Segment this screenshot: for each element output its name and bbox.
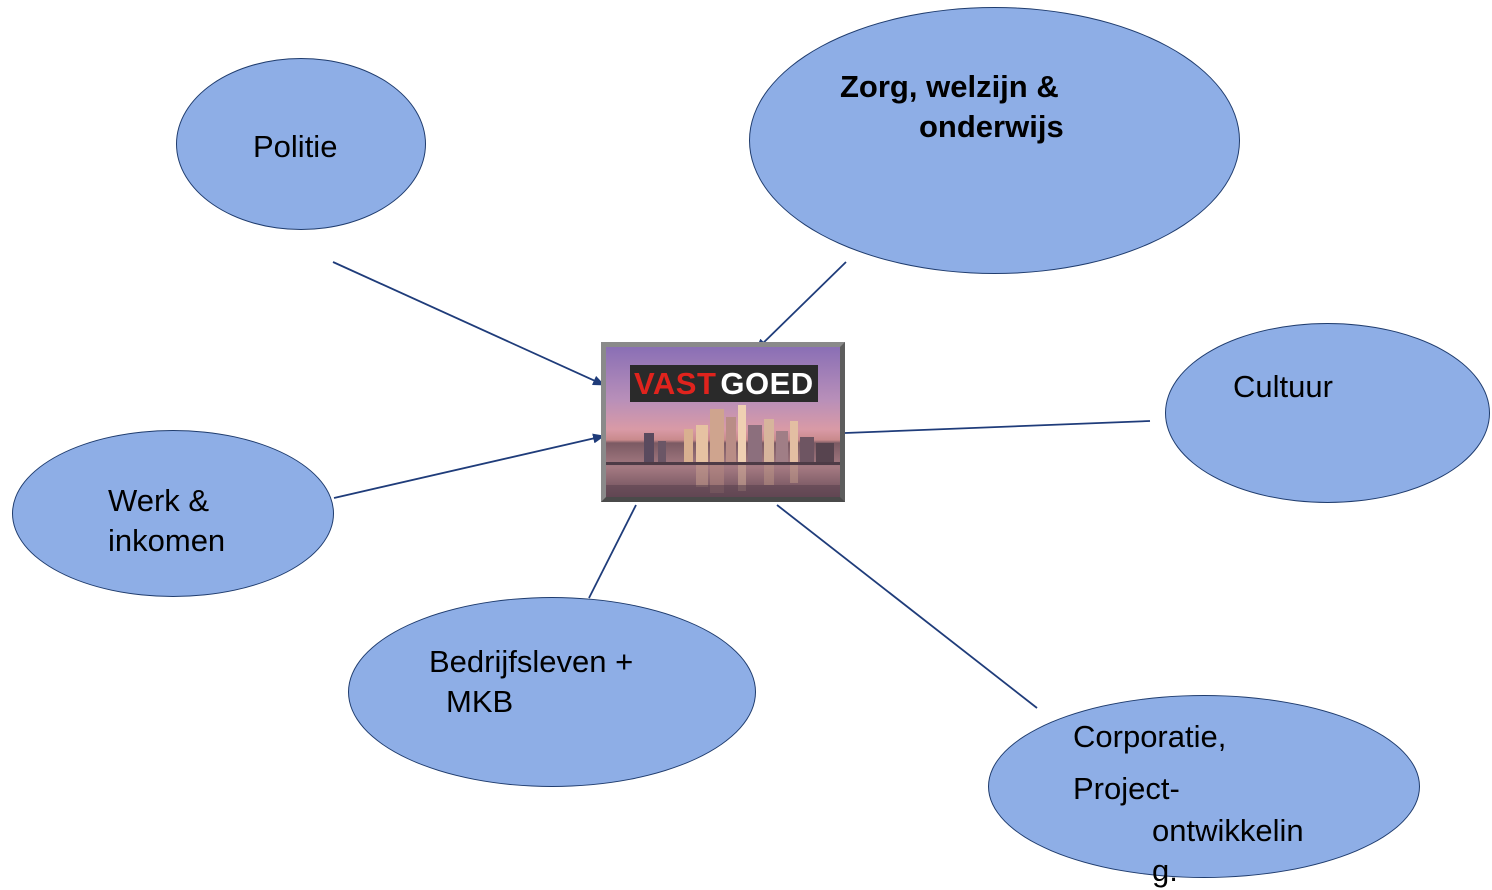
city-skyline-illustration (606, 405, 840, 497)
node-zorg-label-line1: Zorg, welzijn & (840, 69, 1059, 104)
connector-cultuur (844, 420, 1151, 434)
connector-politie (332, 261, 605, 386)
logo-text-vast: VAST (630, 365, 719, 402)
node-corporatie-label-line2: Project- (1073, 771, 1180, 806)
node-zorg (749, 7, 1240, 274)
node-werk (12, 430, 334, 597)
node-werk-label-line1: Werk & (108, 483, 210, 518)
node-bedrijfsleven-label-line2: MKB (446, 684, 514, 719)
connector-bedrijfsleven (588, 504, 637, 599)
node-corporatie (988, 695, 1420, 878)
connector-corporatie (776, 504, 1038, 709)
node-bedrijfsleven (348, 597, 756, 787)
connector-zorg (755, 261, 847, 351)
node-corporatie-label-line1: Corporatie, (1073, 719, 1227, 754)
connector-werk (333, 433, 605, 499)
node-cultuur-label: Cultuur (1233, 369, 1333, 404)
node-cultuur (1165, 323, 1490, 503)
node-corporatie-label-line4: g. (1152, 853, 1178, 888)
node-corporatie-label-line3: ontwikkelin (1152, 813, 1304, 848)
node-politie-label: Politie (253, 129, 338, 164)
node-werk-label-line2: inkomen (108, 523, 226, 558)
logo-text-goed: GOED (718, 365, 818, 402)
node-bedrijfsleven-label-line1: Bedrijfsleven + (429, 644, 634, 679)
node-politie (176, 58, 426, 230)
node-zorg-label-line2: onderwijs (919, 109, 1064, 144)
